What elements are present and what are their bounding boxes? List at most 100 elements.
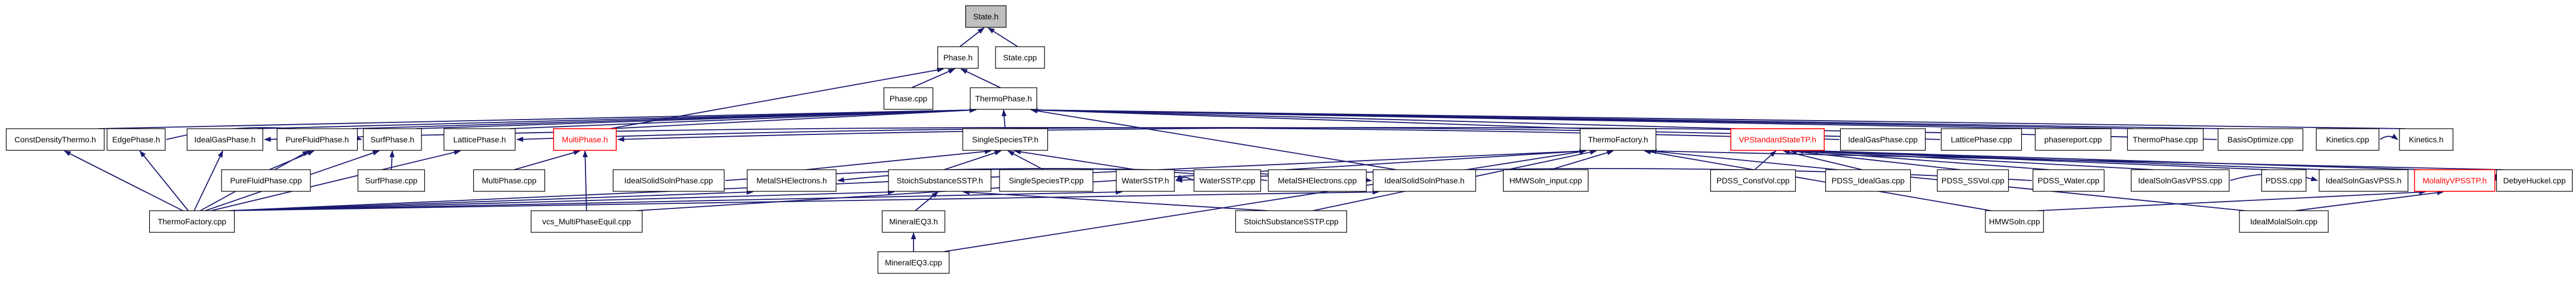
graph-node[interactable]: ConstDensityThermo.h bbox=[6, 128, 105, 151]
graph-edge bbox=[139, 150, 189, 211]
graph-node[interactable]: PDSS_SSVol.cpp bbox=[1936, 169, 2009, 192]
graph-node[interactable]: MineralEQ3.cpp bbox=[877, 251, 950, 274]
graph-edge bbox=[2380, 133, 2398, 140]
graph-node-label: SurfPhase.cpp bbox=[365, 176, 417, 185]
graph-node[interactable]: IdealMolalSoln.cpp bbox=[2239, 210, 2329, 233]
graph-edge bbox=[1818, 148, 2421, 170]
graph-node-box bbox=[2261, 169, 2307, 192]
graph-node-box bbox=[999, 169, 1094, 192]
graph-node[interactable]: VPStandardStateTP.h bbox=[1730, 128, 1825, 151]
graph-node-label: ThermoPhase.h bbox=[975, 94, 1032, 103]
graph-node[interactable]: DebyeHuckel.cpp bbox=[2496, 169, 2573, 192]
graph-node[interactable]: LatticePhase.h bbox=[443, 128, 516, 151]
graph-node-label: State.h bbox=[973, 12, 998, 21]
graph-node-label: StoichSubstanceSSTP.cpp bbox=[1244, 217, 1339, 226]
graph-node[interactable]: PDSS.cpp bbox=[2261, 169, 2307, 192]
graph-node[interactable]: MultiPhase.cpp bbox=[473, 169, 546, 192]
graph-node-box bbox=[1730, 128, 1825, 151]
graph-node[interactable]: IdealGasPhase.h bbox=[186, 128, 264, 151]
graph-node[interactable]: IdealSolnGasVPSS.h bbox=[2319, 169, 2409, 192]
graph-node-label: MineralEQ3.h bbox=[889, 217, 938, 226]
graph-node[interactable]: StoichSubstanceSSTP.cpp bbox=[1235, 210, 1348, 233]
graph-node[interactable]: PDSS_IdealGas.cpp bbox=[1825, 169, 1911, 192]
graph-node-label: HMWSoln_input.cpp bbox=[1509, 176, 1582, 185]
graph-edge bbox=[582, 150, 588, 211]
graph-edge bbox=[1007, 150, 1044, 170]
graph-node[interactable]: StoichSubstanceSSTP.h bbox=[888, 169, 992, 192]
graph-node[interactable]: SurfPhase.h bbox=[363, 128, 422, 151]
graph-edge bbox=[963, 190, 1268, 211]
graph-edge bbox=[509, 107, 977, 129]
graph-node-box bbox=[2127, 128, 2204, 151]
graph-node[interactable]: PureFluidPhase.cpp bbox=[221, 169, 311, 192]
graph-node[interactable]: LatticePhase.cpp bbox=[1940, 128, 2022, 151]
graph-edge bbox=[194, 150, 223, 211]
graph-edge bbox=[514, 150, 581, 170]
graph-node[interactable]: MetalSHElectrons.h bbox=[747, 169, 837, 192]
graph-node-label: HMWSoln.cpp bbox=[1989, 217, 2040, 226]
graph-edge bbox=[1001, 109, 1007, 129]
graph-node[interactable]: MineralEQ3.h bbox=[882, 210, 945, 233]
graph-node[interactable]: WaterSSTP.h bbox=[1116, 169, 1175, 192]
graph-node[interactable]: HMWSoln.cpp bbox=[1985, 210, 2044, 233]
graph-node[interactable]: State.cpp bbox=[995, 46, 1045, 69]
graph-node-box bbox=[276, 128, 358, 151]
graph-node[interactable]: IdealSolidSolnPhase.cpp bbox=[612, 169, 725, 192]
graph-edge bbox=[959, 27, 985, 47]
graph-node[interactable]: ThermoPhase.h bbox=[969, 87, 1038, 110]
graph-node[interactable]: MolalityVPSSTP.h bbox=[2414, 169, 2496, 192]
graph-edge bbox=[1030, 107, 1737, 129]
graph-node[interactable]: HMWSoln_input.cpp bbox=[1502, 169, 1589, 192]
graph-edges bbox=[64, 27, 2503, 252]
graph-node[interactable]: Kinetics.h bbox=[2399, 128, 2454, 151]
graph-node[interactable]: ThermoFactory.cpp bbox=[149, 210, 235, 233]
graph-node[interactable]: ThermoPhase.cpp bbox=[2127, 128, 2204, 151]
graph-node[interactable]: IdealSolnGasVPSS.cpp bbox=[2131, 169, 2230, 192]
graph-node[interactable]: EdgePhase.h bbox=[107, 128, 166, 151]
graph-node-label: WaterSSTP.h bbox=[1121, 176, 1169, 185]
graph-node[interactable]: PDSS_ConstVol.cpp bbox=[1710, 169, 1796, 192]
graph-edge bbox=[2037, 190, 2426, 211]
graph-node-box bbox=[553, 128, 617, 151]
graph-node[interactable]: State.h bbox=[965, 5, 1007, 28]
graph-node-box bbox=[1985, 210, 2044, 233]
graph-edge bbox=[988, 27, 1018, 47]
graph-node[interactable]: MetalSHElectrons.cpp bbox=[1268, 169, 1367, 192]
graph-node[interactable]: BasisOptimize.cpp bbox=[2217, 128, 2304, 151]
graph-node[interactable]: Kinetics.cpp bbox=[2316, 128, 2380, 151]
graph-node[interactable]: PureFluidPhase.h bbox=[276, 128, 358, 151]
graph-node-label: MetalSHElectrons.h bbox=[756, 176, 827, 185]
graph-node-label: SingleSpeciesTP.cpp bbox=[1009, 176, 1083, 185]
graph-node[interactable]: SingleSpeciesTP.h bbox=[962, 128, 1049, 151]
graph-node-label: Kinetics.h bbox=[2409, 135, 2444, 144]
graph-node[interactable]: PDSS_Water.cpp bbox=[2032, 169, 2105, 192]
graph-node-label: PDSS_IdealGas.cpp bbox=[1832, 176, 1905, 185]
graph-node-box bbox=[2131, 169, 2230, 192]
graph-node-box bbox=[2496, 169, 2573, 192]
graph-node-label: PureFluidPhase.h bbox=[285, 135, 349, 144]
graph-node[interactable]: phasereport.cpp bbox=[2034, 128, 2112, 151]
graph-node[interactable]: SurfPhase.cpp bbox=[357, 169, 425, 192]
graph-node-box bbox=[612, 169, 725, 192]
graph-node[interactable]: Phase.h bbox=[937, 46, 979, 69]
graph-node[interactable]: IdealSolidSolnPhase.h bbox=[1373, 169, 1476, 192]
graph-node[interactable]: IdealGasPhase.cpp bbox=[1840, 128, 1926, 151]
graph-edge bbox=[636, 149, 1587, 211]
graph-node[interactable]: vcs_MultiPhaseEquil.cpp bbox=[530, 210, 643, 233]
graph-node[interactable]: ThermoFactory.h bbox=[1579, 128, 1657, 151]
graph-node[interactable]: WaterSSTP.cpp bbox=[1193, 169, 1262, 192]
graph-node-label: IdealSolidSolnPhase.h bbox=[1385, 176, 1465, 185]
graph-node[interactable]: SingleSpeciesTP.cpp bbox=[999, 169, 1094, 192]
graph-node-label: MineralEQ3.cpp bbox=[885, 258, 943, 267]
graph-node-box bbox=[877, 251, 950, 274]
graph-edge bbox=[228, 189, 753, 211]
graph-node-label: PDSS_SSVol.cpp bbox=[1942, 176, 2005, 185]
graph-node-label: PDSS_Water.cpp bbox=[2038, 176, 2100, 185]
graph-node[interactable]: MultiPhase.h bbox=[553, 128, 617, 151]
graph-node-label: MultiPhase.cpp bbox=[482, 176, 537, 185]
graph-edge bbox=[1796, 149, 2050, 170]
graph-node-label: IdealGasPhase.h bbox=[194, 135, 255, 144]
graph-node[interactable]: Phase.cpp bbox=[883, 87, 933, 110]
